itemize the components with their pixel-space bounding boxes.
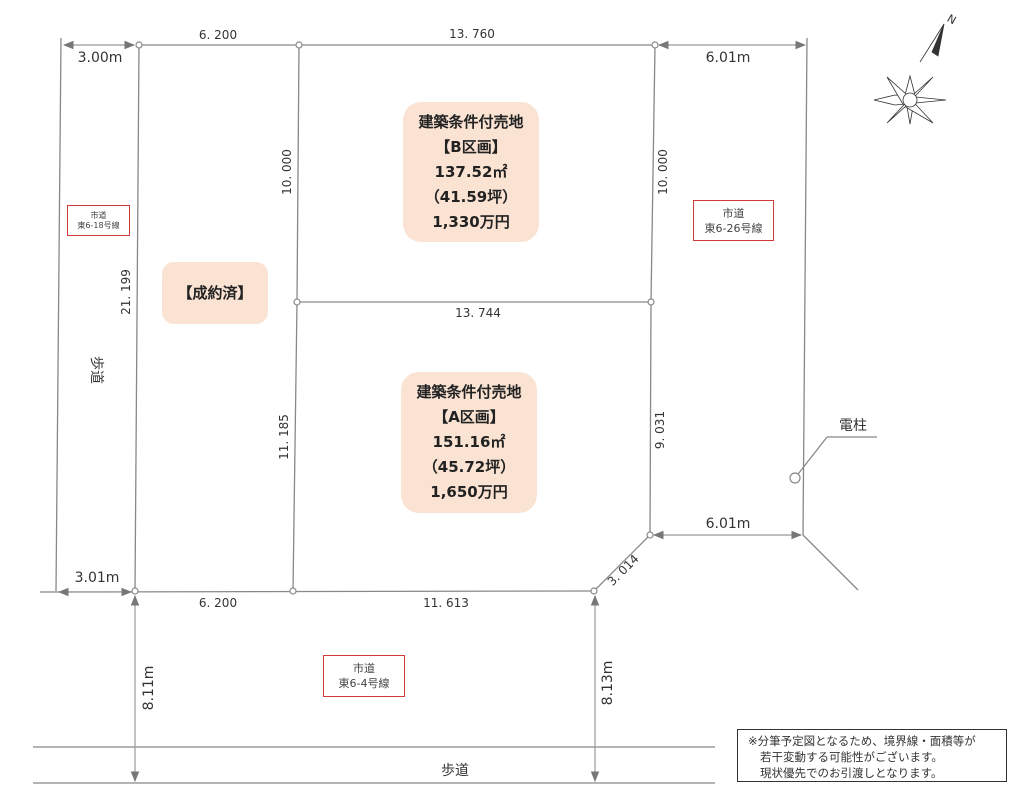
lot-sold: 【成約済】 xyxy=(162,262,268,324)
lot-a-price: 1,650万円 xyxy=(430,483,508,501)
lot-b-area: 137.52㎡ xyxy=(434,162,508,181)
dim-front-road-right: 8.13m xyxy=(600,661,616,706)
disclaimer-note: ※分筆予定図となるため、境界線・面積等が 若干変動する可能性がございます。 現状… xyxy=(737,729,1007,782)
lot-a-tsubo: （45.72坪） xyxy=(422,458,516,476)
road-left-type: 市道 xyxy=(90,210,107,220)
lot-a-name: 【A区画】 xyxy=(433,408,505,426)
sidewalk-bottom-label: 歩道 xyxy=(441,763,469,779)
road-right-type: 市道 xyxy=(722,206,745,220)
lot-b-price: 1,330万円 xyxy=(432,212,510,231)
lot-a-title: 建築条件付売地 xyxy=(416,383,522,401)
dim-top-right: 13. 760 xyxy=(449,27,495,41)
utility-pole-label: 電柱 xyxy=(839,418,867,434)
dim-right-road-bottom: 6.01m xyxy=(706,516,751,532)
road-label-right: 市道 東6-26号線 xyxy=(693,200,774,241)
lot-b-name: 【B区画】 xyxy=(435,137,507,156)
north-label: N xyxy=(945,12,959,27)
dim-bottom-left: 6. 200 xyxy=(199,596,237,610)
note-line-2: 若干変動する可能性がございます。 xyxy=(760,750,943,764)
road-front-type: 市道 xyxy=(353,662,375,675)
road-label-left: 市道 東6-18号線 xyxy=(67,205,130,236)
boundary-points xyxy=(131,41,801,595)
dim-left-road-top: 3.00m xyxy=(78,50,123,66)
dim-inner-lower: 11. 185 xyxy=(277,414,291,460)
dim-left-road-bottom: 3.01m xyxy=(75,570,120,586)
compass-icon: N xyxy=(873,12,959,125)
dim-middle: 13. 744 xyxy=(455,306,501,320)
sold-label: 【成約済】 xyxy=(177,283,253,302)
note-line-3: 現状優先でのお引渡しとなります。 xyxy=(760,766,943,780)
dim-right-upper: 10. 000 xyxy=(656,149,670,195)
dim-top-left: 6. 200 xyxy=(199,28,237,42)
lot-b[interactable]: 建築条件付売地 【B区画】 137.52㎡ （41.59坪） 1,330万円 xyxy=(403,102,539,242)
utility-pole-icon xyxy=(789,472,801,484)
dim-front-road-left: 8.11m xyxy=(141,666,157,711)
road-left-name: 東6-18号線 xyxy=(77,220,120,230)
lot-b-tsubo: （41.59坪） xyxy=(424,187,518,206)
road-right-name: 東6-26号線 xyxy=(704,221,763,235)
road-front-name: 東6-4号線 xyxy=(338,677,390,690)
lot-a[interactable]: 建築条件付売地 【A区画】 151.16㎡ （45.72坪） 1,650万円 xyxy=(401,372,537,513)
sidewalk-left-label: 歩道 xyxy=(88,356,104,384)
lot-b-title: 建築条件付売地 xyxy=(418,112,524,131)
dim-inner-upper: 10. 000 xyxy=(280,149,294,195)
dim-right-lower: 9. 031 xyxy=(653,411,667,449)
note-line-1: ※分筆予定図となるため、境界線・面積等が xyxy=(748,734,976,748)
dim-left-depth: 21. 199 xyxy=(119,269,133,315)
dimension-arrows xyxy=(57,40,807,783)
lot-a-area: 151.16㎡ xyxy=(432,433,506,451)
road-label-front: 市道 東6-4号線 xyxy=(323,655,405,697)
dim-right-road-top: 6.01m xyxy=(706,50,751,66)
boundary-lines xyxy=(33,37,877,784)
dim-corner-cut: 3. 014 xyxy=(605,552,642,589)
dim-bottom-right: 11. 613 xyxy=(423,596,469,610)
